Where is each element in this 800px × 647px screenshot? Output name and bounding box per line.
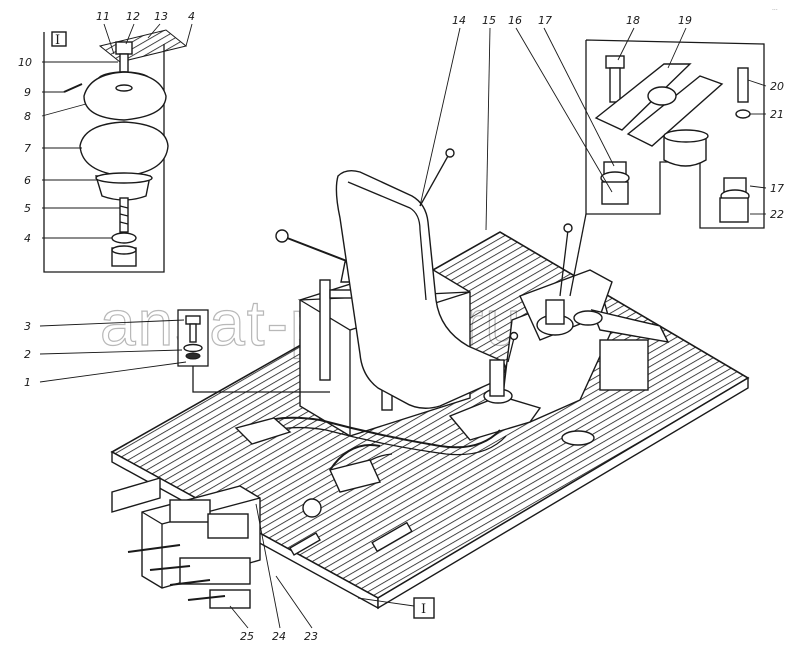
callout-label: 7: [24, 142, 31, 155]
callout-label: 20: [770, 80, 784, 93]
underside-bracket: [111, 477, 261, 609]
inset-marker-box: [51, 31, 67, 47]
callout-label: 3: [24, 320, 31, 333]
inset-mount-detail: I: [43, 29, 188, 273]
callouts: 1 2 3 4 5 6 7 8 9 10 11 12 13 4 14 15 16…: [18, 10, 784, 643]
pedal-mount-detail: [569, 39, 765, 297]
callout-label: 17: [538, 14, 552, 27]
base-marker: I: [421, 602, 426, 617]
callout-label: 5: [24, 202, 31, 215]
base-marker-box: [413, 597, 435, 619]
callout-label: 19: [678, 14, 692, 27]
control-pedestal: [448, 223, 670, 441]
leader-lines: [39, 23, 767, 629]
callout-label: 17: [770, 182, 784, 195]
callout-label: 25: [240, 630, 254, 643]
callout-label: 11: [96, 10, 110, 23]
callout-label: 24: [272, 630, 286, 643]
callout-label: 12: [126, 10, 140, 23]
callout-label: 9: [24, 86, 31, 99]
callout-label: 10: [18, 56, 32, 69]
callout-label: 4: [188, 10, 195, 23]
callout-label: 22: [770, 208, 784, 221]
callout-label: 13: [154, 10, 168, 23]
callout-label: 2: [24, 348, 31, 361]
callout-label: 15: [482, 14, 496, 27]
callout-label: 1: [24, 376, 31, 389]
callout-label: 4: [24, 232, 31, 245]
callout-label: 14: [452, 14, 466, 27]
callout-label: 16: [508, 14, 522, 27]
callout-label: 6: [24, 174, 31, 187]
corner-mark: ...: [772, 5, 778, 12]
callout-label: 18: [626, 14, 640, 27]
callout-label: 21: [770, 108, 784, 121]
callout-label: 8: [24, 110, 31, 123]
base-marker-group: I: [357, 597, 435, 619]
inset-marker: I: [55, 33, 60, 48]
bolt-set-detail: [177, 309, 330, 393]
callout-label: 23: [304, 630, 318, 643]
cables: [234, 416, 507, 493]
